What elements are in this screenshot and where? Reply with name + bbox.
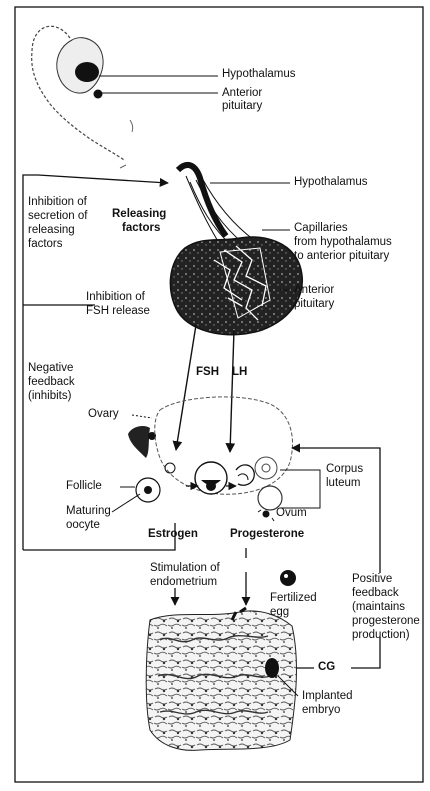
label-releasing-factors-1: Releasing (112, 208, 166, 221)
label-inhibition-secretion-2: secretion of (28, 210, 87, 223)
label-fertilized-egg-2: egg (270, 606, 289, 619)
ovum-dot (263, 511, 270, 518)
label-lh: LH (232, 366, 247, 379)
label-progesterone: Progesterone (230, 528, 304, 541)
label-stimulation-2: endometrium (150, 576, 217, 589)
label-hypothalamus-main: Hypothalamus (294, 176, 368, 189)
label-estrogen: Estrogen (148, 528, 198, 541)
label-maturing-oocyte-2: oocyte (66, 519, 100, 532)
label-inhibition-fsh-2: FSH release (86, 305, 150, 318)
label-inhibition-fsh-1: Inhibition of (86, 291, 145, 304)
label-inhibition-secretion-1: Inhibition of (28, 196, 87, 209)
label-releasing-factors-2: factors (122, 222, 160, 235)
label-anterior-pituitary-main-2: pituitary (294, 298, 334, 311)
fertilized-egg (280, 570, 296, 586)
label-ovary: Ovary (88, 408, 119, 421)
head-profile-drawing (32, 26, 133, 168)
label-cg: CG (318, 661, 335, 674)
label-anterior-pituitary-head-2: pituitary (222, 100, 262, 113)
endometrium-drawing (146, 608, 296, 750)
label-fertilized-egg-1: Fertilized (270, 592, 317, 605)
label-follicle: Follicle (66, 480, 102, 493)
label-positive-feedback-5: production) (352, 629, 410, 642)
label-capillaries-1: Capillaries (294, 222, 348, 235)
label-anterior-pituitary-head-1: Anterior (222, 87, 262, 100)
label-capillaries-3: to anterior pituitary (294, 250, 389, 263)
label-negative-feedback-1: Negative (28, 362, 73, 375)
label-implanted-embryo-1: Implanted (302, 690, 353, 703)
hypothalamus-spot (75, 62, 99, 82)
label-capillaries-2: from hypothalamus (294, 236, 392, 249)
label-positive-feedback-2: feedback (352, 587, 399, 600)
anterior-pituitary-gland (170, 237, 302, 335)
label-anterior-pituitary-main-1: Anterior (294, 284, 334, 297)
label-ovum: Ovum (276, 507, 307, 520)
anterior-pituitary-spot (94, 90, 103, 99)
label-inhibition-secretion-3: releasing (28, 224, 75, 237)
label-hypothalamus-head: Hypothalamus (222, 68, 296, 81)
label-implanted-embryo-2: embryo (302, 704, 340, 717)
label-corpus-luteum-1: Corpus (326, 463, 363, 476)
label-positive-feedback-4: progesterone (352, 615, 420, 628)
label-maturing-oocyte-1: Maturing (66, 505, 111, 518)
label-negative-feedback-2: feedback (28, 376, 75, 389)
label-fsh: FSH (196, 366, 219, 379)
label-inhibition-secretion-4: factors (28, 238, 63, 251)
label-negative-feedback-3: (inhibits) (28, 390, 71, 403)
label-positive-feedback-1: Positive (352, 573, 392, 586)
label-stimulation-1: Stimulation of (150, 562, 220, 575)
label-positive-feedback-3: (maintains (352, 601, 405, 614)
implanted-embryo (265, 658, 279, 678)
pituitary-stalk (178, 165, 254, 248)
label-corpus-luteum-2: luteum (326, 477, 361, 490)
ovary-drawing (128, 397, 293, 521)
